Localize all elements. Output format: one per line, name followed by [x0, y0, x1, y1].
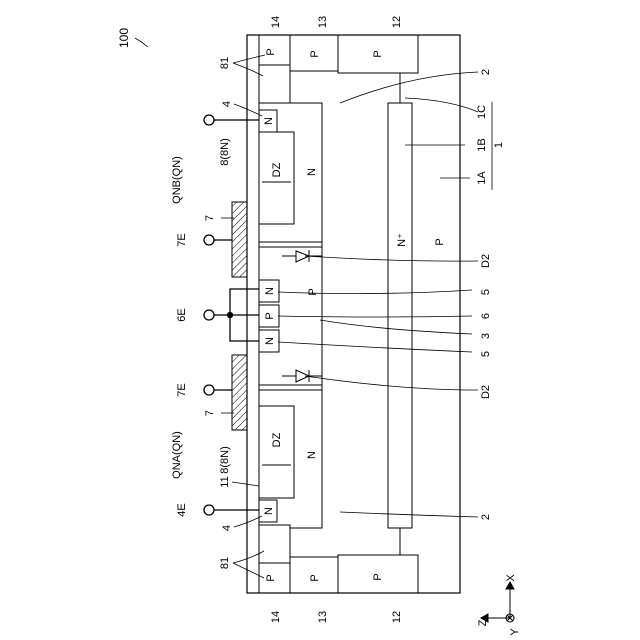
region-P-center: P [307, 288, 319, 295]
label-5-bottom: 5 [480, 351, 492, 357]
label-D2-top: D2 [480, 254, 492, 268]
leader-D2-top [305, 256, 478, 261]
label-12-bottom: 12 [391, 611, 403, 623]
label-81-top: 81 [219, 57, 231, 69]
region-N-5-bottom: N [264, 337, 276, 345]
leader-2-bottom [340, 512, 478, 517]
leader-4-bottom [234, 516, 262, 527]
terminal-7E-top [204, 235, 214, 245]
terminal-4-top [204, 115, 214, 125]
leader-lines [135, 38, 478, 578]
terminals [204, 115, 259, 515]
axis-indicator [481, 582, 514, 622]
label-2-top: 2 [480, 69, 492, 75]
region-Nplus: N⁺ [396, 233, 408, 247]
label-4-top: 4 [221, 101, 233, 107]
leader-81-top [233, 55, 265, 63]
region-nplus-buried [388, 103, 412, 528]
region-N-4-bottom: N [263, 507, 275, 515]
label-14-top: 14 [270, 16, 282, 28]
region-N-top: N [306, 168, 318, 176]
region-8-bottom [259, 406, 294, 498]
label-100: 100 [117, 28, 131, 48]
leader-4-top [234, 104, 262, 116]
region-N-4-top: N [263, 117, 275, 125]
label-8-bottom: 8(8N) [219, 446, 231, 474]
label-14-bottom: 14 [270, 611, 282, 623]
gate-electrode-top [232, 202, 247, 277]
label-1B: 1B [476, 138, 488, 151]
label-8-top: 8(8N) [219, 138, 231, 166]
region-P-12-bottom: P [372, 573, 384, 580]
leader-11 [232, 482, 259, 486]
leader-6 [278, 316, 472, 317]
label-7E-top: 7E [176, 233, 188, 246]
region-N-bottom: N [306, 451, 318, 459]
region-P-substrate: P [434, 238, 446, 245]
label-1: 1 [493, 142, 505, 148]
label-1C: 1C [476, 105, 488, 119]
label-4-bottom: 4 [221, 525, 233, 531]
label-3: 3 [480, 333, 492, 339]
label-1A: 1A [476, 171, 488, 185]
region-N-5-top: N [264, 287, 276, 295]
label-13-bottom: 13 [317, 611, 329, 623]
region-DZ-bottom: DZ [271, 432, 283, 447]
axis-x-arrow [506, 582, 514, 589]
region-P-6: P [264, 312, 276, 319]
leader-5-bottom [278, 342, 472, 352]
label-D2-bottom: D2 [480, 385, 492, 399]
label-7-bottom: 7 [204, 410, 216, 416]
axis-label-z: Z [477, 619, 489, 626]
leader-100 [135, 38, 148, 47]
region-DZ-top: DZ [271, 162, 283, 177]
label-7E-bottom: 7E [176, 383, 188, 396]
label-12-top: 12 [391, 16, 403, 28]
region-P-14-top: P [265, 48, 277, 55]
terminal-6E [204, 310, 214, 320]
label-6: 6 [480, 313, 492, 319]
label-5-top: 5 [480, 289, 492, 295]
leader-3 [320, 320, 472, 334]
terminal-4E [204, 505, 214, 515]
axis-label-y: Y [509, 628, 521, 636]
label-81-bottom: 81 [219, 557, 231, 569]
leader-1C [405, 98, 478, 112]
leader-D2-bottom [305, 376, 478, 390]
gate-electrode-bottom [232, 355, 247, 430]
axis-label-x: X [505, 574, 517, 582]
terminal-7E-bottom [204, 385, 214, 395]
device-structure [259, 35, 418, 593]
label-2-bottom: 2 [480, 514, 492, 520]
region-P-12-top: P [372, 50, 384, 57]
junction-dot [228, 313, 233, 318]
region-P-13-top: P [309, 50, 321, 57]
label-6E: 6E [176, 308, 188, 321]
label-QNa: QNA(QN) [171, 431, 183, 479]
label-7-top: 7 [204, 215, 216, 221]
label-QNb: QNB(QN) [171, 156, 183, 204]
region-P-13-bottom: P [309, 574, 321, 581]
label-13-top: 13 [317, 16, 329, 28]
label-11: 11 [219, 476, 231, 487]
label-4E: 4E [176, 503, 188, 516]
region-81-bottom [259, 525, 290, 563]
region-P-14-bottom: P [265, 574, 277, 581]
region-81-top [259, 65, 290, 103]
